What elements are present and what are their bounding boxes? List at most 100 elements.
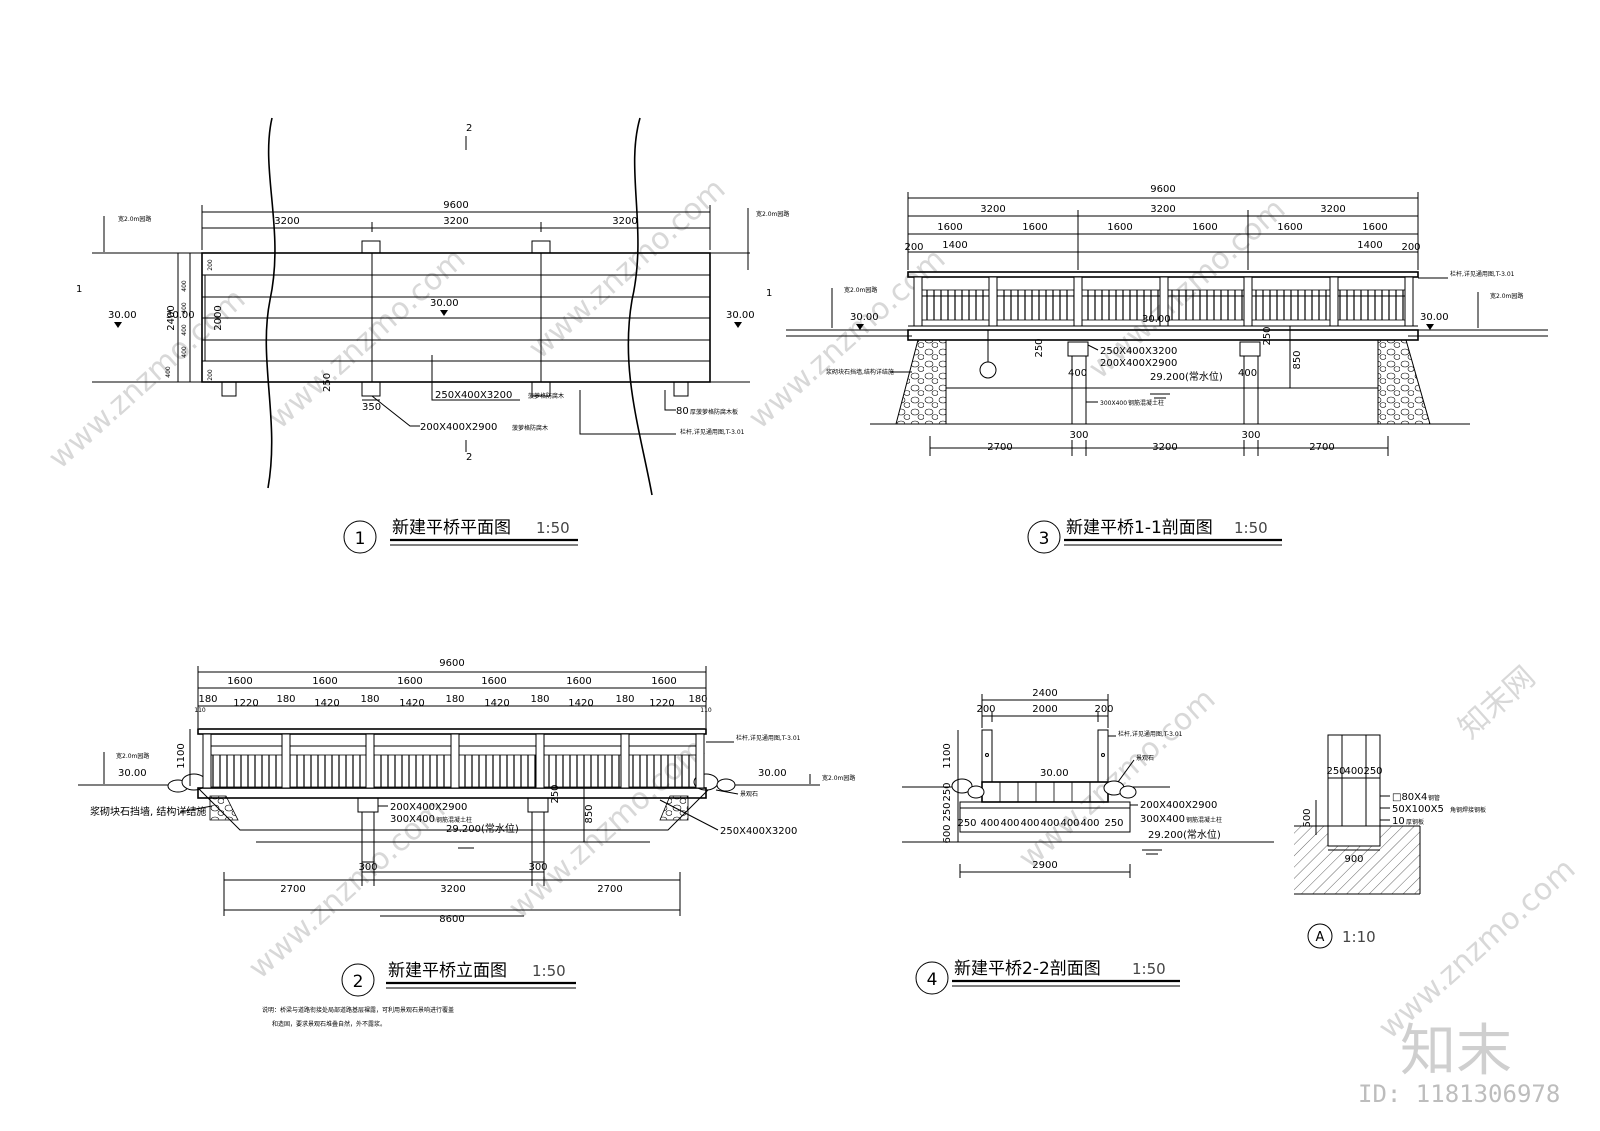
elevation-dim-sub: 1600 (481, 676, 506, 687)
elevation-dim-sub: 1600 (566, 676, 591, 687)
elevation-note-wall: 浆砌块石挡墙, 结构详结施 (90, 805, 206, 818)
section11-scale: 1:50 (1234, 519, 1268, 537)
section22-deck-dim: 400 (1000, 818, 1019, 829)
plan-section-mark-side: 1 (766, 288, 772, 299)
section11-h-400: 400 (1238, 368, 1257, 379)
section22-dim-total: 2400 (1032, 688, 1057, 699)
section11-dim-sub: 1600 (1277, 222, 1302, 233)
elevation-bottom-dim: 300 (528, 862, 547, 873)
section11-dim-end: 1400 (1357, 240, 1382, 251)
elevation-h-1100: 1100 (176, 743, 187, 768)
plan-road-left: 宽2.0m园路 (118, 215, 151, 223)
plan-elev-right: 30.00 (726, 310, 755, 321)
section22-dim-sub: 200 (1094, 704, 1113, 715)
plan-note-stone-desc: 厚菠萝格防腐木板 (690, 408, 738, 416)
elevation-dim-sub: 1600 (397, 676, 422, 687)
elevation-dim-sub: 1600 (227, 676, 252, 687)
plan-left-dim: 400 (181, 346, 188, 358)
detail-a-dim-top: 400 (1344, 766, 1363, 777)
watermark-id: ID: 1181306978 (1358, 1080, 1560, 1108)
section11-dim-end: 1400 (942, 240, 967, 251)
section11-dim-span: 3200 (1320, 204, 1345, 215)
elevation-title: 新建平桥立面图 (388, 961, 507, 981)
elevation-scale: 1:50 (532, 962, 566, 980)
elevation-dim-detail: 1420 (399, 698, 424, 709)
section11-number: 3 (1039, 529, 1050, 549)
detail-a-note-desc: 厚钢板 (1406, 818, 1424, 826)
section-2-2-view: 2400 200 2000 200 1100 250 250 600 30.00… (902, 688, 1274, 995)
elevation-dim-detail: 1220 (233, 698, 258, 709)
elevation-bottom-dim: 2700 (280, 884, 305, 895)
section11-h-250: 250 (1034, 338, 1045, 357)
detail-a-note: □80X4 (1392, 792, 1427, 803)
detail-a-view: 250 400 250 500 900 □80X4 钢管 50X100X5 角钢… (1294, 734, 1486, 949)
section22-note-cap: 200X400X2900 (1140, 800, 1217, 811)
elevation-view: 9600 1600 1600 1600 1600 1600 1600 110 1… (78, 658, 855, 1028)
elevation-dim-detail: 1220 (649, 698, 674, 709)
elevation-dim-sub: 1600 (312, 676, 337, 687)
section22-number: 4 (927, 970, 938, 990)
elevation-bottom-dim: 300 (358, 862, 377, 873)
plan-dim-span: 3200 (612, 216, 637, 227)
elevation-bottom-dim: 3200 (440, 884, 465, 895)
section22-elev-top: 30.00 (1040, 768, 1069, 779)
section11-dim-span: 3200 (1150, 204, 1175, 215)
elevation-road-left: 宽2.0m园路 (116, 752, 149, 760)
section11-note-rail: 栏杆,详见通用图,T-3.01 (1450, 270, 1515, 278)
elevation-remark: 和造固，要求景观石堆叠自然，外不露浆。 (272, 1020, 386, 1028)
plan-road-right: 宽2.0m园路 (756, 210, 789, 218)
elevation-dim-detail: 1420 (314, 698, 339, 709)
section22-deck-dim: 400 (1040, 818, 1059, 829)
elevation-note-pier-desc: 钢筋混凝土柱 (436, 816, 472, 824)
plan-section-mark-side: 1 (76, 284, 82, 295)
plan-left-dim: 200 (207, 369, 214, 381)
elevation-road-right: 宽2.0m园路 (822, 774, 855, 782)
section22-note-stone: 景观石 (1136, 755, 1154, 762)
elevation-h-250: 250 (550, 784, 561, 803)
section22-note-pier-desc: 钢筋混凝土柱 (1186, 816, 1222, 824)
section11-dim-sub: 1600 (1107, 222, 1132, 233)
section11-dim-sub: 1600 (1192, 222, 1217, 233)
section11-note-pier: 300X400 (1100, 400, 1127, 407)
section11-note-wall: 浆砌块石挡墙,结构详结施 (826, 368, 894, 376)
section11-bottom-dim: 300 (1241, 430, 1260, 441)
elevation-dim-detail: 180 (688, 694, 707, 705)
section22-note-rail: 栏杆,详见通用图,T-3.01 (1118, 730, 1183, 738)
section11-h-250: 250 (1262, 326, 1273, 345)
plan-title: 新建平桥平面图 (392, 518, 511, 538)
section22-deck-dim: 250 (1104, 818, 1123, 829)
elevation-note-pier: 300X400 (390, 814, 435, 825)
section11-dim-span: 3200 (980, 204, 1005, 215)
plan-left-dim: 400 (181, 324, 188, 336)
plan-pier-l: 350 (362, 402, 381, 413)
plan-dim-span: 3200 (443, 216, 468, 227)
plan-left-dim: 400 (181, 280, 188, 292)
section22-deck-dim: 250 (957, 818, 976, 829)
section22-dim-sub: 200 (976, 704, 995, 715)
elevation-dim-detail: 180 (530, 694, 549, 705)
detail-a-note-desc: 钢管 (1428, 794, 1440, 802)
section11-note-beam: 250X400X3200 (1100, 346, 1177, 357)
plan-number: 1 (355, 529, 366, 549)
section11-bottom-dim: 2700 (987, 442, 1012, 453)
plan-width-inner: 2000 (213, 305, 224, 330)
watermark-text: 知末网 (1452, 660, 1542, 746)
detail-a-dim-top: 250 (1326, 766, 1345, 777)
section11-dim-sub: 1600 (1362, 222, 1387, 233)
plan-note-cap-desc: 菠萝格防腐木 (512, 424, 548, 432)
section22-deck-dim: 400 (1080, 818, 1099, 829)
section22-h-250b: 250 (942, 802, 953, 821)
elevation-remark: 说明：桥梁与道路衔接处局部道路基层裸露，可利用景观石景响进行覆盖 (262, 1006, 454, 1014)
elevation-dim-detail: 1420 (568, 698, 593, 709)
plan-view: 9600 3200 3200 3200 2 2 1 1 2400 2000 20… (76, 117, 789, 554)
watermark-text: www.znzmo.com (522, 172, 732, 366)
section11-note-cap: 200X400X2900 (1100, 358, 1177, 369)
elevation-dim-detail: 180 (276, 694, 295, 705)
elevation-number: 2 (353, 972, 364, 992)
section22-h-600: 600 (942, 824, 953, 843)
elevation-note-stone: 景观石 (740, 791, 758, 798)
plan-elev-inner: 30.00 (166, 310, 195, 321)
section11-dim-sub: 1600 (1022, 222, 1047, 233)
plan-note-cap: 200X400X2900 (420, 422, 497, 433)
